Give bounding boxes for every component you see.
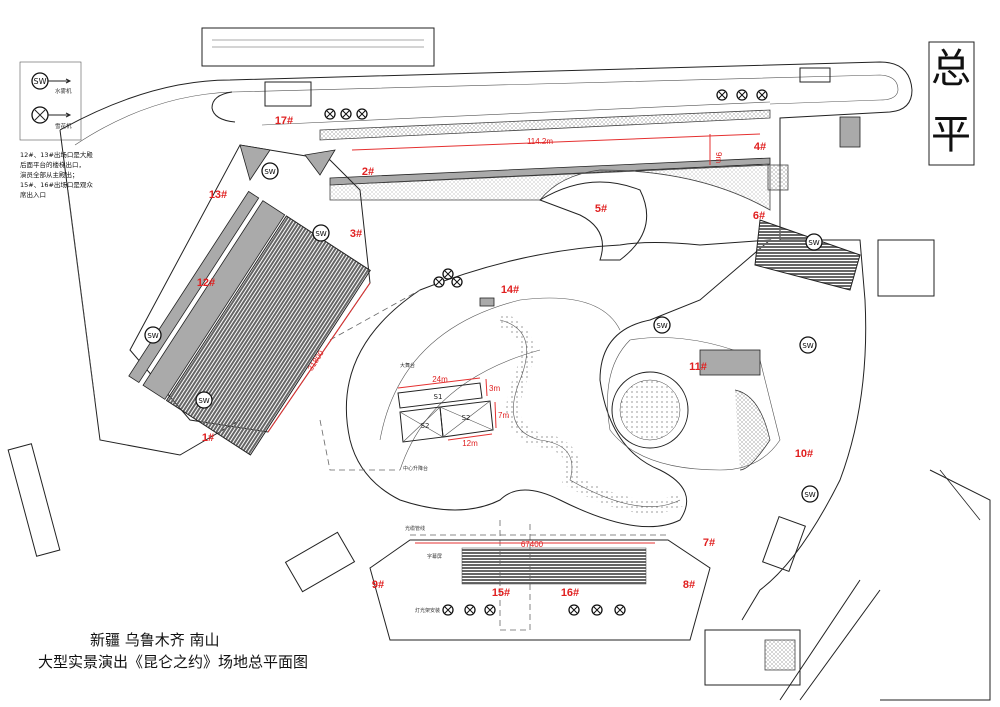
stage-s2-label: S2	[462, 414, 471, 422]
title-char-2: 平	[931, 112, 971, 158]
exit-label: 17#	[275, 115, 293, 127]
svg-text:SW: SW	[802, 342, 813, 350]
note-line: 12#、13#出场口是大殿	[20, 150, 93, 159]
light-line-label: 光缆管线	[405, 525, 425, 532]
main-hall	[128, 144, 371, 456]
exit-label: 6#	[753, 210, 765, 222]
exit-label: 10#	[795, 448, 813, 460]
exit-label: 1#	[202, 432, 214, 444]
top-strip	[261, 67, 831, 211]
top-length-dim: 114.2m	[527, 137, 553, 146]
exit-label: 4#	[754, 141, 766, 153]
snow-machine-icon	[340, 108, 352, 120]
exit-label: 5#	[595, 203, 607, 215]
svg-text:SW: SW	[198, 397, 209, 405]
equipment-symbols: SW SW SW SW SW SW SW SW	[144, 89, 823, 616]
snow-machine-icon	[356, 108, 368, 120]
snow-machine-icon	[324, 108, 336, 120]
exit-label: 12#	[197, 277, 215, 289]
center-stages: S1 S2 S2 中心升降台 大舞台	[397, 297, 495, 472]
exit-labels: 1# 2# 3# 4# 5# 6# 7# 8# 9# 10# 11# 12# 13# 14# 15# 16# 1…	[197, 115, 813, 599]
exit-label: 15#	[492, 587, 510, 599]
sw-symbol-text: SW	[34, 77, 47, 86]
fog-machine-icon: SW	[799, 336, 817, 354]
title-block: 总 平	[928, 41, 975, 166]
lighting-label: 灯光架安装	[415, 607, 440, 614]
snow-machine-icon	[433, 276, 445, 288]
s1-length-dim: 24m	[432, 375, 448, 384]
fog-machine-icon: SW	[195, 391, 213, 409]
note-line: 后面平台的楼梯出口，	[20, 160, 85, 169]
stage-s2-label: S2	[421, 422, 430, 430]
legend-fog-label: 水雾机	[55, 87, 72, 95]
snow-machine-icon	[568, 604, 580, 616]
audience-width-dim: 67400	[521, 540, 544, 549]
snow-machine-icon	[442, 604, 454, 616]
svg-text:SW: SW	[147, 332, 158, 340]
snow-machine-icon	[464, 604, 476, 616]
svg-text:SW: SW	[315, 230, 326, 238]
exit-label: 2#	[362, 166, 374, 178]
exit-label: 11#	[689, 361, 707, 373]
s2-length-dim: 12m	[462, 439, 478, 448]
snow-machine-icon	[716, 89, 728, 101]
s1-width-dim: 3m	[489, 384, 500, 393]
title-char-1: 总	[931, 46, 971, 92]
snow-machine-icon	[442, 268, 454, 280]
snow-machine-icon	[484, 604, 496, 616]
big-stage-label: 大舞台	[400, 362, 415, 369]
svg-text:SW: SW	[656, 322, 667, 330]
central-landscape	[319, 116, 861, 631]
svg-text:SW: SW	[808, 239, 819, 247]
drawing-title-line1: 新疆 乌鲁木齐 南山	[90, 631, 220, 649]
fog-machine-icon: SW	[653, 316, 671, 334]
exit-label: 8#	[683, 579, 695, 591]
note-line: 15#、16#出场口是观众	[20, 180, 93, 189]
snow-machine-icon	[736, 89, 748, 101]
top-width-dim: 9m	[714, 152, 723, 163]
drawing-title-line2: 大型实景演出《昆仑之约》场地总平面图	[38, 653, 308, 671]
subtitle-screen-label: 字幕屏	[427, 553, 442, 560]
exit-label: 14#	[501, 284, 519, 296]
site-outline	[7, 27, 991, 701]
s2-width-dim: 7m	[498, 411, 509, 420]
exit-label: 9#	[372, 579, 384, 591]
exit-label: 16#	[561, 587, 579, 599]
snow-machine-icon	[451, 276, 463, 288]
snow-machine-icon	[614, 604, 626, 616]
fog-machine-icon: SW	[312, 224, 330, 242]
exit-label: 3#	[350, 228, 362, 240]
fog-machine-icon: SW	[805, 233, 823, 251]
audience-area: 67400 光缆管线 字幕屏 灯光架安装	[369, 525, 711, 641]
fog-machine-icon: SW	[144, 326, 162, 344]
svg-text:SW: SW	[804, 491, 815, 499]
svg-text:SW: SW	[264, 168, 275, 176]
stage-s1-label: S1	[434, 393, 443, 401]
exit-label: 13#	[209, 189, 227, 201]
fog-machine-icon: SW	[261, 162, 279, 180]
fog-machine-icon: SW	[801, 485, 819, 503]
exit-label: 7#	[703, 537, 715, 549]
note-line: 演员全部从主殿出；	[20, 170, 79, 179]
snow-machine-icon	[756, 89, 768, 101]
note-line: 席出入口	[20, 190, 46, 199]
center-stage-label: 中心升降台	[403, 465, 428, 472]
snow-machine-icon	[591, 604, 603, 616]
legend-snow-label: 雪花机	[55, 122, 72, 130]
legend: SW 水雾机 雪花机 12#、13#出场口是大殿 后面平台的楼梯出口， 演员全部…	[19, 61, 93, 199]
